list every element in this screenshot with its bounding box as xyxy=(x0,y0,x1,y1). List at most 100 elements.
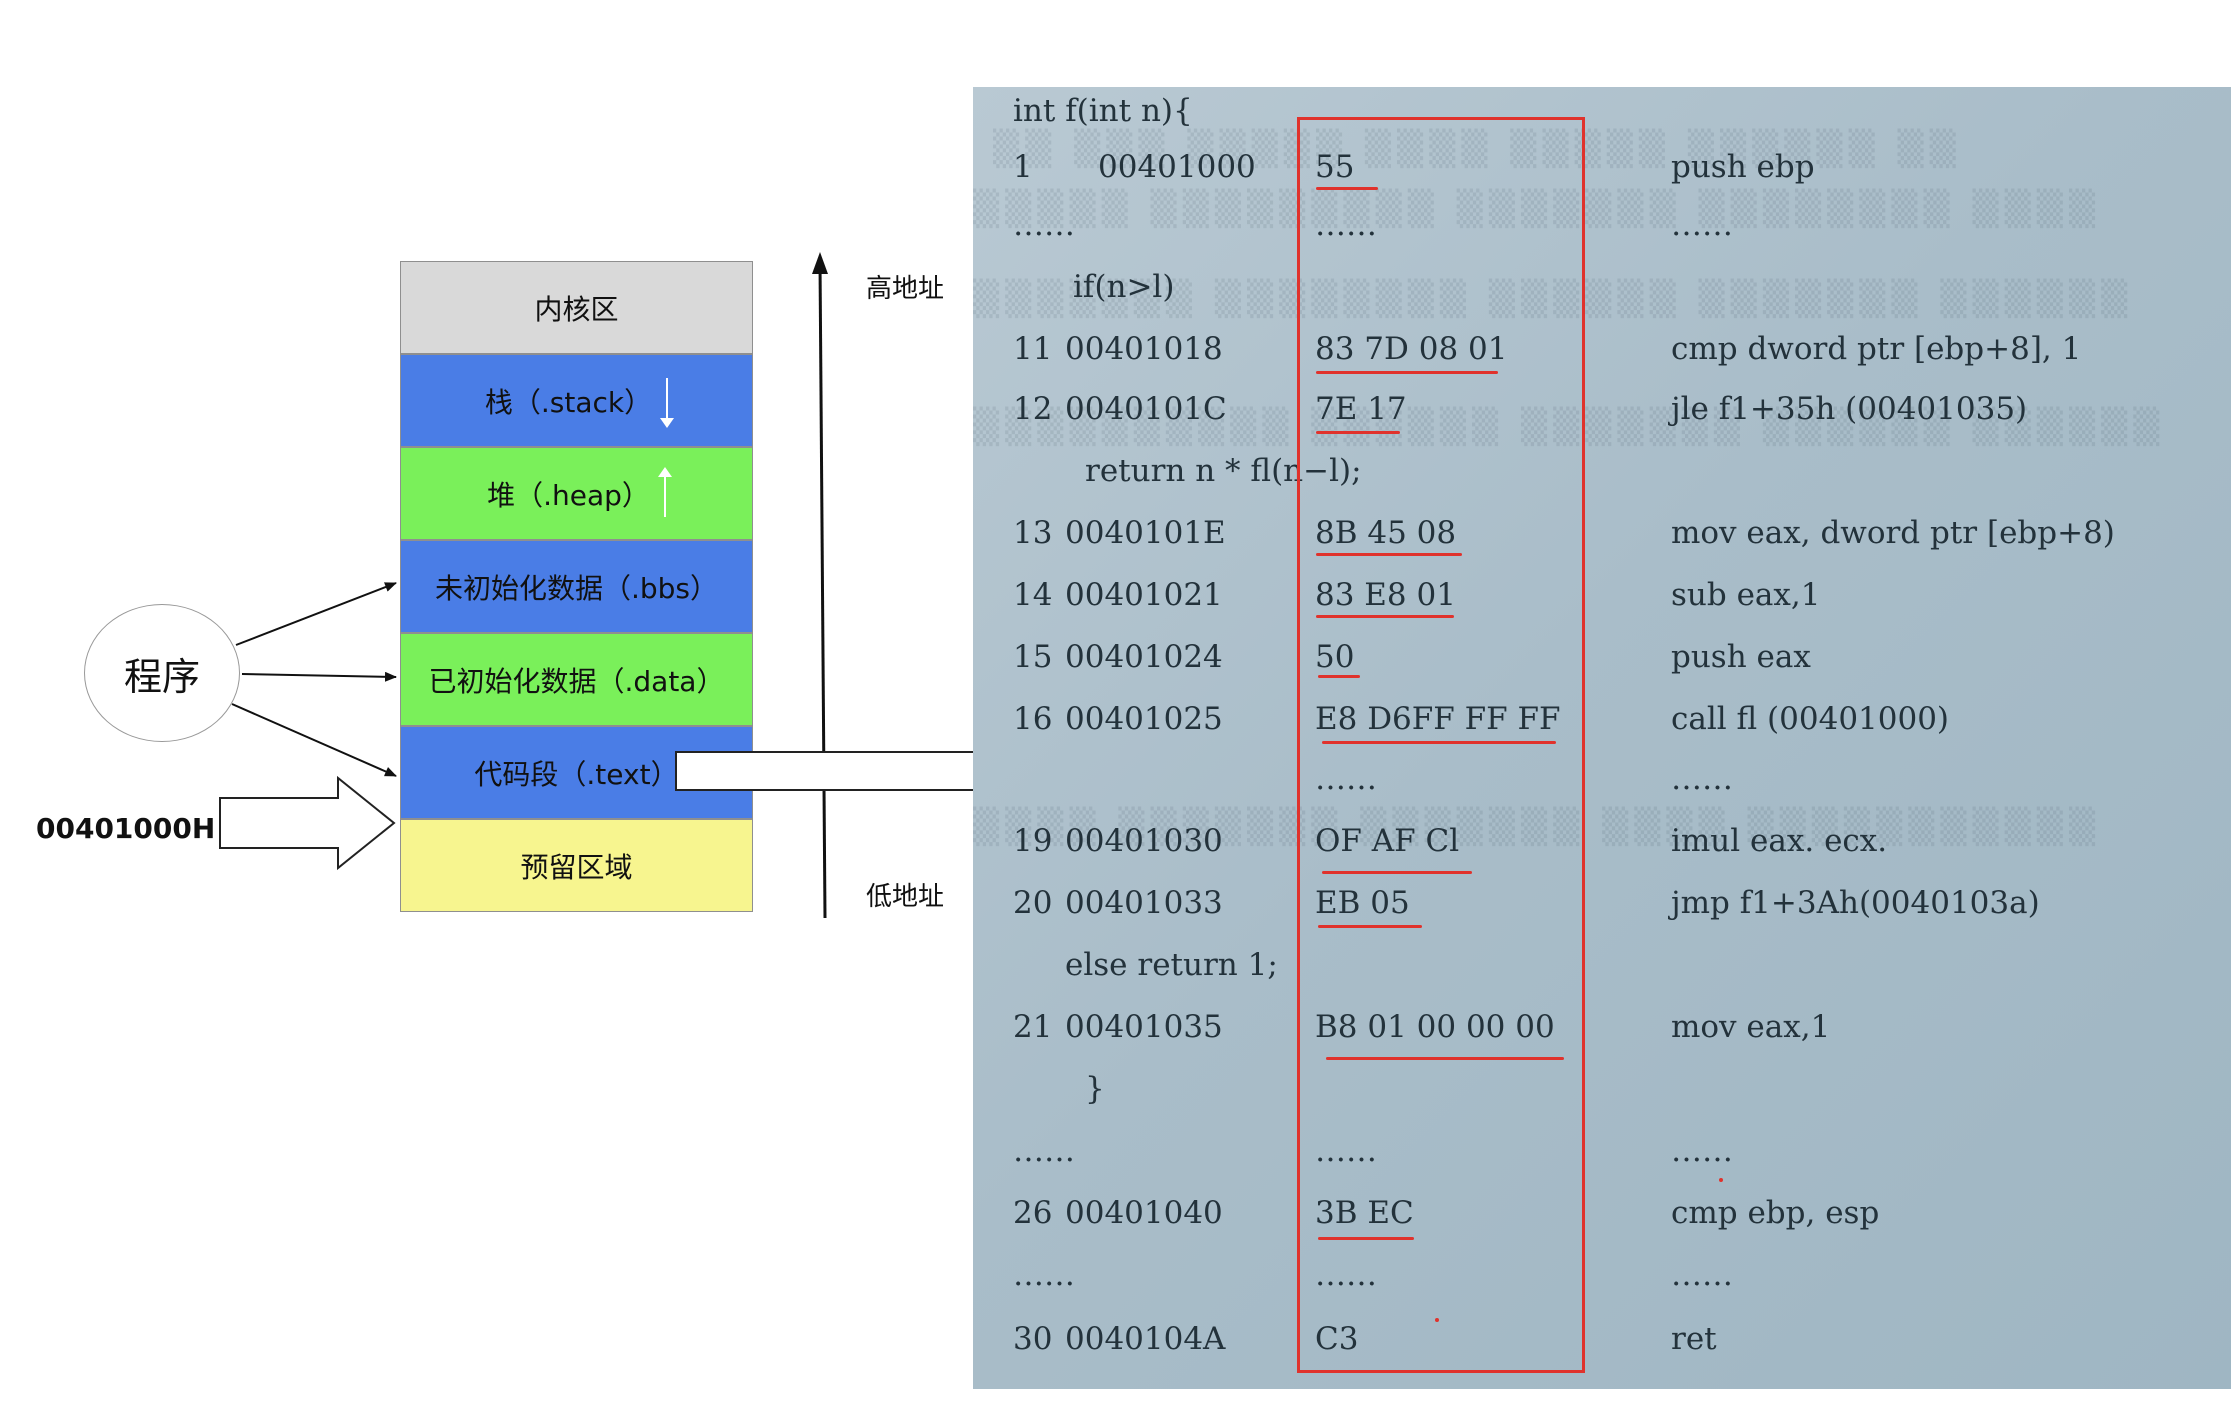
code-row: …… …… …… xyxy=(973,207,2231,257)
address: 00401030 xyxy=(1065,823,1223,859)
watermark-text: ▒▒▒▒▒ ▒▒▒▒▒▒▒▒▒ ▒▒▒▒▒▒▒ ▒▒▒▒▒▒▒▒ ▒▒▒▒ xyxy=(973,189,2102,229)
source-row: } xyxy=(973,1071,2231,1121)
line-number: 16 xyxy=(1013,701,1053,737)
assembly: call fl (00401000) xyxy=(1671,701,1950,737)
watermark-text: ▒▒▒▒ ▒▒▒▒▒▒▒ ▒▒▒▒▒▒▒ ▒▒▒▒ ▒▒▒▒▒▒▒▒▒▒▒ xyxy=(973,807,2102,847)
source-row: else return 1; xyxy=(973,947,2231,997)
segment-heap: 堆（.heap） xyxy=(400,447,753,540)
code-header-text: int f(int n){ xyxy=(1013,93,1193,129)
segment-stack: 栈（.stack） xyxy=(400,354,753,447)
segment-label: 已初始化数据（.data） xyxy=(428,664,725,698)
line-number: …… xyxy=(1013,207,1075,243)
source-line: if(n>l) xyxy=(1073,269,1175,305)
code-header: int f(int n){ xyxy=(973,93,2231,143)
machine-code: 83 7D 08 01 xyxy=(1315,331,1508,367)
highlight-underline xyxy=(1316,615,1454,618)
line-number: 1 xyxy=(1013,149,1033,185)
entry-block-arrow xyxy=(219,775,396,871)
source-line: return n * fl(n−l); xyxy=(1085,453,1362,489)
segment-bss: 未初始化数据（.bbs） xyxy=(400,540,753,633)
assembly: mov eax, dword ptr [ebp+8) xyxy=(1671,515,2115,551)
machine-code: OF AF Cl xyxy=(1315,823,1460,859)
line-number: 15 xyxy=(1013,639,1053,675)
code-row: 11 00401018 83 7D 08 01 cmp dword ptr [e… xyxy=(973,331,2231,381)
line-number: 13 xyxy=(1013,515,1053,551)
watermark-text: ▒▒▒▒▒▒▒ ▒▒▒▒▒▒▒▒ ▒▒▒▒▒▒ ▒▒▒▒▒▒▒ ▒▒▒▒▒▒ xyxy=(973,279,2134,319)
code-row: 19 00401030 OF AF Cl imul eax. ecx. xyxy=(973,823,2231,873)
code-row: 1 00401000 55 push ebp xyxy=(973,149,2231,199)
axis-arrowhead-icon xyxy=(812,252,828,274)
machine-code: 83 E8 01 xyxy=(1315,577,1456,613)
address: 0040101E xyxy=(1065,515,1226,551)
program-to-text-arrow xyxy=(231,703,397,777)
segment-data: 已初始化数据（.data） xyxy=(400,633,753,726)
address: 00401024 xyxy=(1065,639,1223,675)
address: 00401033 xyxy=(1065,885,1223,921)
machine-code: 3B EC xyxy=(1315,1195,1414,1231)
program-label: 程序 xyxy=(123,654,200,699)
assembly: jle f1+35h (00401035) xyxy=(1671,391,2028,427)
machine-code: 55 xyxy=(1315,149,1355,185)
address: 00401035 xyxy=(1065,1009,1223,1045)
address: 00401018 xyxy=(1065,331,1223,367)
assembly: push eax xyxy=(1671,639,1811,675)
machine-code-highlight-box xyxy=(1297,117,1585,1373)
address-axis-arrow xyxy=(818,261,827,919)
highlight-underline xyxy=(1316,371,1498,374)
machine-code: …… xyxy=(1315,761,1377,797)
line-number: 30 xyxy=(1013,1321,1053,1357)
machine-code: E8 D6FF FF FF xyxy=(1315,701,1561,737)
highlight-underline xyxy=(1318,675,1360,678)
segment-label: 未初始化数据（.bbs） xyxy=(434,571,719,605)
code-row: …… …… xyxy=(973,761,2231,811)
source-row: if(n>l) xyxy=(973,269,2231,319)
assembly: jmp f1+3Ah(0040103a) xyxy=(1671,885,2040,921)
address: 0040101C xyxy=(1065,391,1227,427)
line-number: …… xyxy=(1013,1257,1075,1293)
code-row: 12 0040101C 7E 17 jle f1+35h (00401035) xyxy=(973,391,2231,441)
assembly: …… xyxy=(1671,1133,1733,1169)
code-photo: ▒▒ ▒▒▒ ▒▒▒▒▒ ▒▒▒▒ ▒▒▒▒▒ ▒▒▒▒▒▒ ▒▒ ▒▒▒▒▒ … xyxy=(973,87,2231,1389)
code-row: 30 0040104A C3 ret xyxy=(973,1321,2231,1371)
assembly: mov eax,1 xyxy=(1671,1009,1831,1045)
highlight-underline xyxy=(1322,871,1472,874)
machine-code: 8B 45 08 xyxy=(1315,515,1457,551)
segment-label: 预留区域 xyxy=(520,850,633,884)
red-dot-mark xyxy=(1719,1178,1723,1182)
highlight-underline xyxy=(1316,187,1378,190)
machine-code: B8 01 00 00 00 xyxy=(1315,1009,1555,1045)
machine-code: …… xyxy=(1315,1133,1377,1169)
source-line: } xyxy=(1085,1071,1105,1107)
code-row: 20 00401033 EB 05 jmp f1+3Ah(0040103a) xyxy=(973,885,2231,935)
segment-text: 代码段（.text） xyxy=(400,726,753,819)
segment-kernel: 内核区 xyxy=(400,261,753,354)
highlight-underline xyxy=(1318,1237,1414,1240)
code-row: 13 0040101E 8B 45 08 mov eax, dword ptr … xyxy=(973,515,2231,565)
address: 00401000 xyxy=(1098,149,1256,185)
highlight-underline xyxy=(1322,741,1556,744)
code-row: 16 00401025 E8 D6FF FF FF call fl (00401… xyxy=(973,701,2231,751)
line-number: 11 xyxy=(1013,331,1053,367)
program-node: 程序 xyxy=(84,604,240,742)
assembly: imul eax. ecx. xyxy=(1671,823,1888,859)
code-row: 26 00401040 3B EC cmp ebp, esp xyxy=(973,1195,2231,1245)
line-number: 12 xyxy=(1013,391,1053,427)
highlight-underline xyxy=(1326,1057,1564,1060)
assembly: cmp ebp, esp xyxy=(1671,1195,1880,1231)
watermark-text: ▒▒ ▒▒▒ ▒▒▒▒▒ ▒▒▒▒ ▒▒▒▒▒ ▒▒▒▒▒▒ ▒▒ xyxy=(993,129,1962,169)
red-dot-mark xyxy=(1435,1318,1439,1322)
highlight-underline xyxy=(1318,925,1422,928)
source-row: return n * fl(n−l); xyxy=(973,453,2231,503)
high-address-label: 高地址 xyxy=(866,274,945,304)
source-line: else return 1; xyxy=(1065,947,1278,983)
assembly: …… xyxy=(1671,207,1733,243)
segment-label: 栈（.stack） xyxy=(484,385,653,419)
assembly: cmp dword ptr [ebp+8], 1 xyxy=(1671,331,2082,367)
assembly: …… xyxy=(1671,1257,1733,1293)
code-row: …… …… …… xyxy=(973,1133,2231,1183)
assembly: push ebp xyxy=(1671,149,1815,185)
line-number: 19 xyxy=(1013,823,1053,859)
code-row: …… …… …… xyxy=(973,1257,2231,1307)
machine-code: EB 05 xyxy=(1315,885,1410,921)
address: 00401025 xyxy=(1065,701,1223,737)
